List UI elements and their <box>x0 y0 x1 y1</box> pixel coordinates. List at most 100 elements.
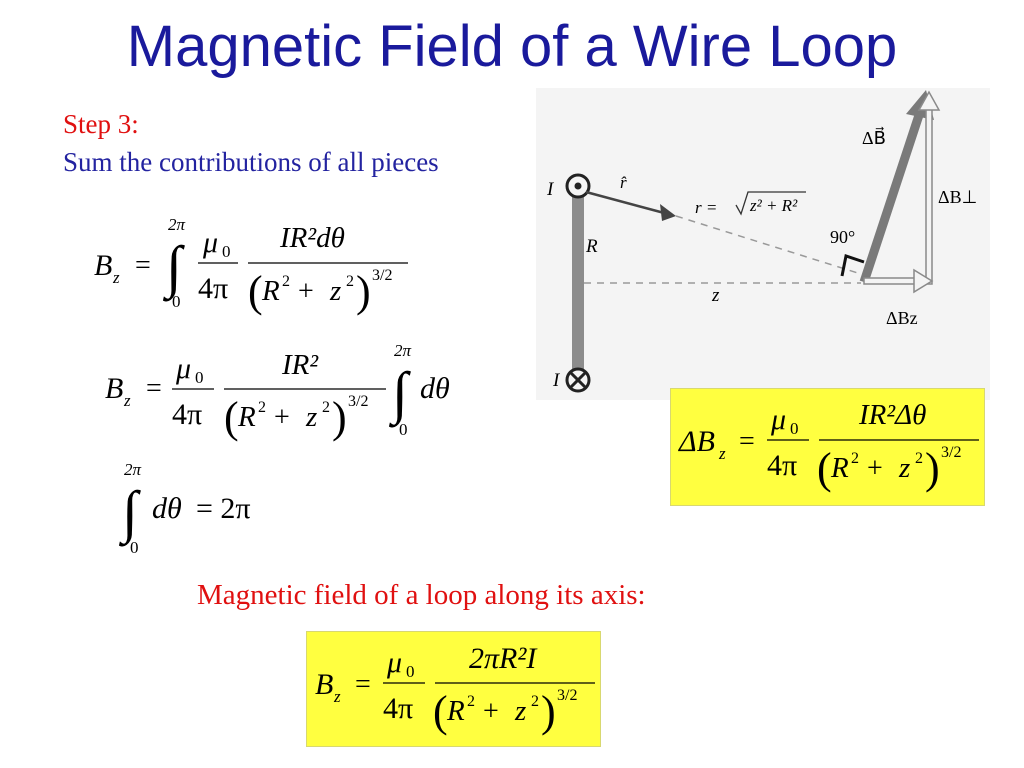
box2-power: 3/2 <box>557 687 577 704</box>
eq1-lower-limit: 0 <box>172 292 181 311</box>
eq1-r: R <box>261 275 280 307</box>
box2-z-exp: 2 <box>531 693 539 710</box>
db-z-formula-box: ΔB z = μ 0 4π IR²Δθ ( R 2 + z 2 ) 3/2 <box>670 388 985 506</box>
wire-segment <box>572 190 584 374</box>
rhat-label: r̂ <box>620 173 627 192</box>
step-label: Step 3: <box>63 109 139 139</box>
eq2-numerator: IR² <box>281 349 319 381</box>
box1-r: R <box>830 452 849 484</box>
r-equation-lhs: r = <box>695 198 717 217</box>
db-perp-vector <box>925 105 933 285</box>
eq2-integral: ∫ <box>388 360 411 428</box>
r-equation-radicand: z² + R² <box>749 196 798 215</box>
box2-equals: = <box>355 669 371 700</box>
eq1-b: B <box>94 249 112 282</box>
box1-plus: + <box>867 453 883 484</box>
eq3-dtheta: dθ <box>152 492 182 525</box>
eq1-equals: = <box>135 250 151 281</box>
eq1-z: z <box>329 275 341 307</box>
eq2-power: 3/2 <box>348 393 368 410</box>
eq1-mu-sub: 0 <box>222 242 231 261</box>
eq1-rparen: ) <box>356 267 371 316</box>
box2-lparen: ( <box>433 687 448 736</box>
current-label-top: I <box>546 179 555 200</box>
eq1-four-pi: 4π <box>198 272 228 305</box>
result-caption: Magnetic field of a loop along its axis: <box>197 579 646 611</box>
box2-mu: μ <box>386 646 402 679</box>
step-description: Sum the contributions of all pieces <box>63 147 439 177</box>
box2-r: R <box>446 695 465 727</box>
box1-z-exp: 2 <box>915 450 923 467</box>
equation-dbz: ΔB z = μ 0 4π IR²Δθ ( R 2 + z 2 ) 3/2 <box>678 399 979 493</box>
z-label: z <box>711 285 720 306</box>
box1-lparen: ( <box>817 444 832 493</box>
eq2-mu-sub: 0 <box>195 368 204 387</box>
eq2-r-exp: 2 <box>258 399 266 416</box>
box1-z-sub: z <box>718 444 726 463</box>
box1-power: 3/2 <box>941 444 961 461</box>
dbz-label: ΔBz <box>886 308 918 328</box>
eq2-b: B <box>105 372 123 405</box>
angle-label: 90° <box>830 227 855 247</box>
loop-axis-formula-box: B z = μ 0 4π 2πR²I ( R 2 + z 2 ) 3/2 <box>306 631 601 747</box>
eq1-integral: ∫ <box>162 234 185 302</box>
box2-z-sub: z <box>333 687 341 706</box>
radius-label: R <box>585 236 598 257</box>
eq2-z-exp: 2 <box>322 399 330 416</box>
box1-z: z <box>898 452 910 484</box>
db-label: ΔB⃗ <box>862 127 886 148</box>
current-label-bottom: I <box>552 370 561 391</box>
eq1-plus: + <box>298 276 314 307</box>
eq2-upper-limit: 2π <box>394 341 412 360</box>
sqrt-sign <box>735 191 806 216</box>
dbz-vector <box>863 277 917 285</box>
eq1-numerator: IR²dθ <box>279 222 345 254</box>
right-angle-marker <box>840 254 865 277</box>
box1-r-exp: 2 <box>851 450 859 467</box>
eq2-dtheta: dθ <box>420 372 450 405</box>
eq1-r-exp: 2 <box>282 273 290 290</box>
eq1-z-sub: z <box>112 268 120 287</box>
eq3-upper-limit: 2π <box>124 460 142 479</box>
box2-b: B <box>315 668 333 701</box>
eq2-plus: + <box>274 402 290 433</box>
eq1-mu: μ <box>202 226 218 259</box>
r-line <box>675 215 862 275</box>
box2-rparen: ) <box>541 687 556 736</box>
eq2-equals: = <box>146 373 162 404</box>
eq2-rparen: ) <box>332 393 347 442</box>
box1-four-pi: 4π <box>767 449 797 482</box>
equation-integral-dtheta: 2π ∫ 0 dθ = 2π <box>118 460 251 557</box>
equation-bz-integral: B z = 2π ∫ 0 μ 0 4π IR²dθ ( R 2 + z 2 ) … <box>94 215 408 316</box>
eq3-rhs: = 2π <box>196 492 251 525</box>
db-perp-label: ΔB⊥ <box>938 187 977 207</box>
box1-rparen: ) <box>925 444 940 493</box>
eq2-z-sub: z <box>123 391 131 410</box>
box2-plus: + <box>483 696 499 727</box>
box2-mu-sub: 0 <box>406 662 415 681</box>
box2-four-pi: 4π <box>383 692 413 725</box>
eq2-lparen: ( <box>224 393 239 442</box>
eq2-lower-limit: 0 <box>399 420 408 439</box>
eq1-power: 3/2 <box>372 267 392 284</box>
page-title: Magnetic Field of a Wire Loop <box>126 14 898 79</box>
equation-bz-result: B z = μ 0 4π 2πR²I ( R 2 + z 2 ) 3/2 <box>315 642 595 736</box>
box1-lhs: ΔB <box>678 425 715 458</box>
eq3-integral: ∫ <box>118 479 141 547</box>
box2-z: z <box>514 695 526 727</box>
eq3-lower-limit: 0 <box>130 538 139 557</box>
wire-loop-diagram: I I R r̂ r = z² + R² z 90° ΔB⃗ ΔB⊥ ΔBz <box>536 88 990 400</box>
eq2-mu: μ <box>175 352 191 385</box>
box2-numerator: 2πR²I <box>469 642 538 675</box>
eq2-r: R <box>237 401 256 433</box>
box2-r-exp: 2 <box>467 693 475 710</box>
eq2-z: z <box>305 401 317 433</box>
box1-equals: = <box>739 426 755 457</box>
eq1-upper-limit: 2π <box>168 215 186 234</box>
box1-mu: μ <box>770 403 786 436</box>
eq1-z-exp: 2 <box>346 273 354 290</box>
box1-mu-sub: 0 <box>790 419 799 438</box>
db-vector <box>859 104 927 284</box>
box1-numerator: IR²Δθ <box>858 399 926 431</box>
equation-bz-factored: B z = μ 0 4π IR² ( R 2 + z 2 ) 3/2 2π ∫ … <box>105 341 450 442</box>
